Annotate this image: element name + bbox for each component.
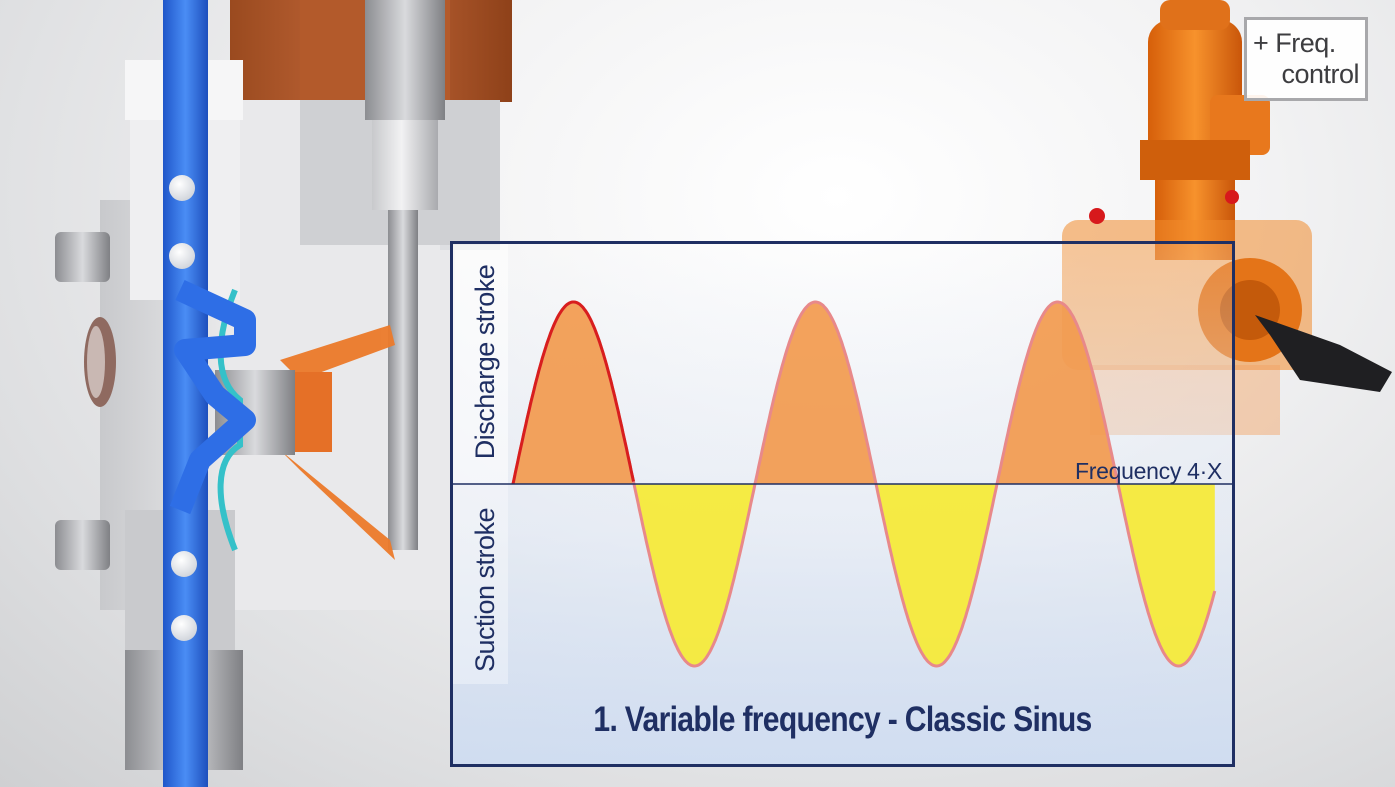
check-valve-balls — [169, 175, 197, 641]
suction-stroke-label: Suction stroke — [470, 507, 500, 673]
discharge-stroke-label: Discharge stroke — [470, 264, 500, 460]
plunger-rod — [365, 0, 445, 550]
active-stroke-highlight — [511, 300, 635, 485]
badge-line-2: control — [1281, 59, 1359, 89]
frequency-label: Frequency 4·X — [1075, 458, 1222, 484]
suction-area — [513, 484, 1215, 666]
discharge-area — [513, 302, 1215, 484]
sine-wave-chart — [453, 244, 1232, 684]
flange-bolts — [55, 232, 116, 570]
upper-axis-band — [453, 244, 508, 484]
fluid-channel — [163, 0, 256, 787]
frequency-control-badge: + Freq. control — [1244, 17, 1368, 101]
badge-line-1: + Freq. — [1253, 28, 1336, 58]
axis-bands — [453, 244, 508, 684]
chart-title: 1. Variable frequency - Classic Sinus — [593, 700, 1092, 739]
wave-fills — [513, 302, 1215, 666]
wave-lines — [511, 300, 1217, 668]
stroke-chart-panel: Discharge stroke Suction stroke Frequenc… — [450, 241, 1235, 767]
lower-axis-band — [453, 484, 508, 684]
